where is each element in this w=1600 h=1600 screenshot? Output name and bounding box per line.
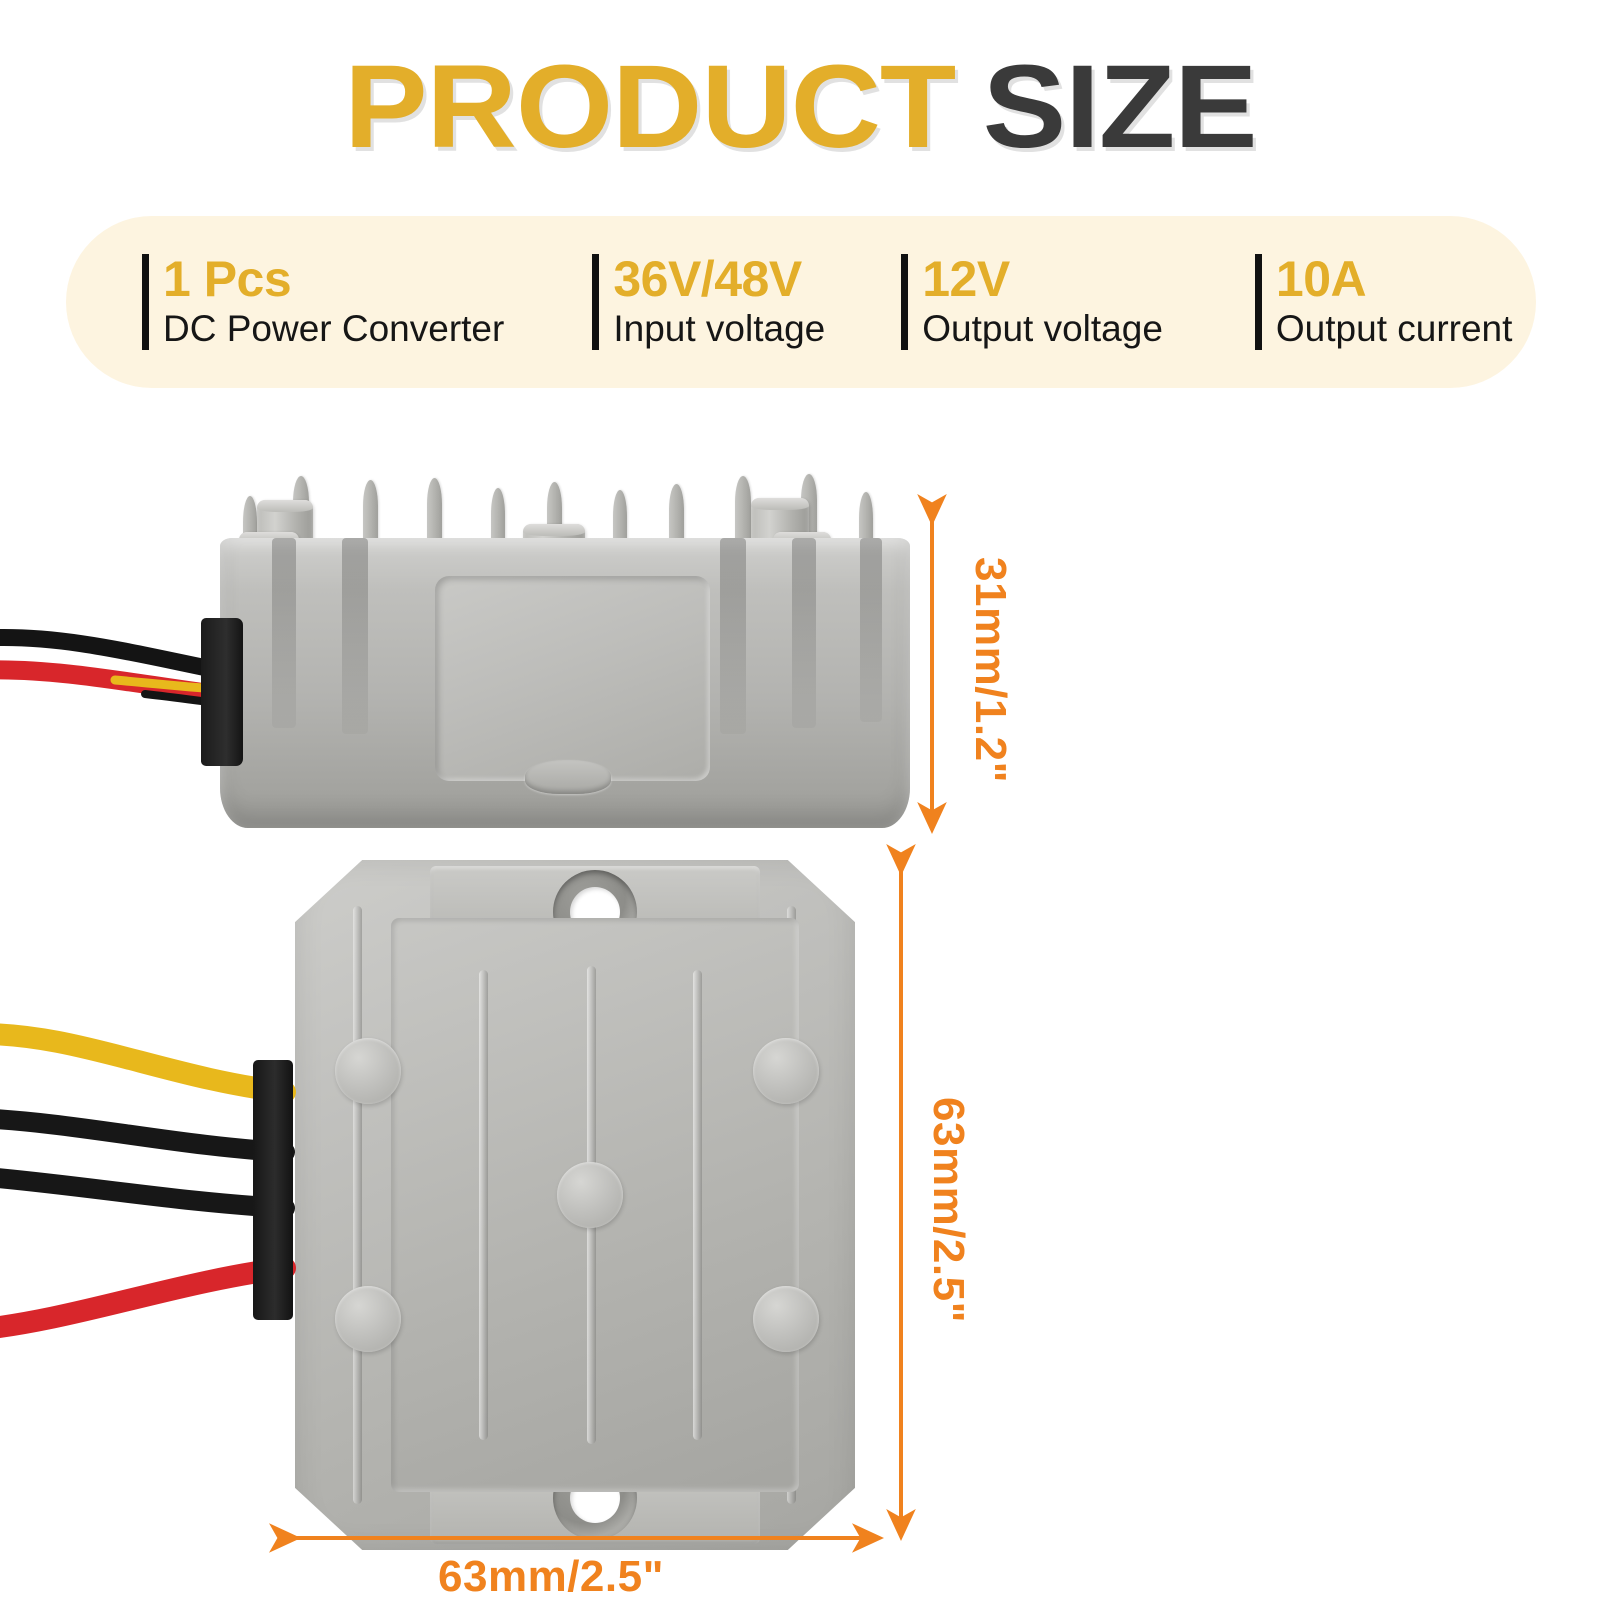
converter-bottom-boss — [525, 760, 611, 794]
converter-body-top — [295, 860, 855, 1550]
fin-channel — [720, 538, 746, 734]
cast-groove — [693, 970, 702, 1440]
spec-value: 1 Pcs — [163, 250, 292, 307]
spec-label: Input voltage — [613, 307, 826, 349]
fin-channel — [272, 538, 296, 728]
cast-boss — [753, 1038, 819, 1104]
title-dark-text: SIZE — [982, 41, 1257, 173]
spec-value: 12V — [922, 250, 1010, 307]
spec-label: Output current — [1275, 307, 1513, 349]
spec-item-output-voltage: 12V Output voltage — [887, 250, 1163, 350]
yellow-wire — [0, 1023, 296, 1103]
black-wire — [0, 1168, 295, 1218]
spec-item-quantity: 1 Pcs DC Power Converter — [128, 250, 505, 350]
spec-item-input-voltage: 36V/48V Input voltage — [578, 250, 826, 350]
spec-divider-bar — [901, 254, 909, 350]
cast-boss — [557, 1162, 623, 1228]
cast-groove — [479, 970, 488, 1440]
black-wire — [0, 1109, 295, 1162]
product-side-view — [0, 460, 935, 830]
fin-channel — [792, 538, 816, 728]
spec-label: Output voltage — [922, 307, 1163, 349]
converter-body-side — [220, 538, 910, 828]
dimension-label-top-height: 63mm/2.5" — [924, 1097, 973, 1323]
side-rail — [353, 906, 362, 1504]
spec-panel: 1 Pcs DC Power Converter 36V/48V Input v… — [66, 216, 1536, 388]
fin-channel — [860, 538, 882, 722]
spec-value: 10A — [1275, 250, 1367, 307]
top-view-cable-grommet — [253, 1060, 293, 1320]
spec-item-output-current: 10A Output current — [1241, 250, 1513, 350]
spec-divider-bar — [592, 254, 600, 350]
cast-boss — [753, 1286, 819, 1352]
cast-boss — [335, 1286, 401, 1352]
product-top-view — [0, 860, 875, 1560]
spec-value: 36V/48V — [613, 250, 802, 307]
spec-divider-bar — [1254, 254, 1262, 350]
title-highlight-text: PRODUCT — [343, 41, 956, 173]
spec-label: DC Power Converter — [163, 307, 505, 349]
black-wire — [0, 629, 236, 681]
dimension-label-top-width: 63mm/2.5" — [438, 1552, 664, 1600]
fin-channel — [342, 538, 368, 734]
dimension-label-side-height: 31mm/1.2" — [966, 557, 1015, 783]
spec-divider-bar — [142, 254, 149, 350]
cast-boss — [335, 1038, 401, 1104]
converter-center-face — [435, 576, 710, 781]
side-view-cable-grommet — [201, 618, 243, 766]
side-view-wire-bundle — [0, 629, 239, 709]
product-images — [0, 400, 1600, 1600]
top-view-wire-bundle — [0, 1023, 296, 1339]
red-wire — [0, 1257, 296, 1339]
